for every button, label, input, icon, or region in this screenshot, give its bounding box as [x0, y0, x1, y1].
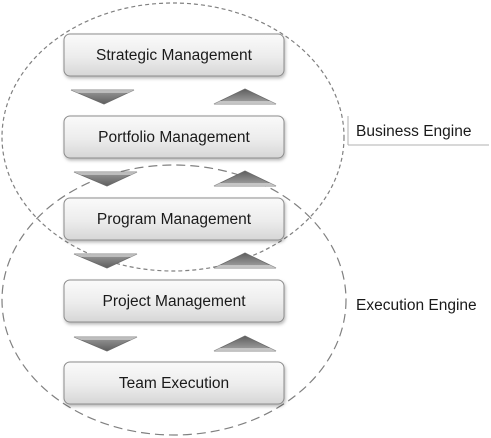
level-label: Portfolio Management	[98, 129, 250, 146]
down-arrow-icon	[70, 89, 135, 105]
up-arrow-icon	[213, 252, 277, 269]
level-box-portfolio-management: Portfolio Management	[63, 115, 285, 159]
level-box-program-management: Program Management	[63, 197, 285, 241]
level-label: Project Management	[102, 293, 246, 310]
level-label: Program Management	[97, 211, 252, 228]
up-arrow-icon	[213, 335, 277, 352]
level-label: Team Execution	[119, 375, 229, 392]
execution-engine-label: Execution Engine	[356, 297, 477, 314]
business-engine-ellipse	[1, 2, 345, 272]
level-label: Strategic Management	[96, 47, 253, 64]
down-arrow-icon	[73, 253, 138, 269]
execution-engine-ellipse	[1, 164, 347, 436]
level-box-team-execution: Team Execution	[63, 361, 285, 405]
up-arrow-icon	[213, 88, 277, 105]
down-arrow-icon	[73, 336, 138, 352]
business-engine-label-group: Business Engine	[347, 116, 489, 146]
business-engine-label: Business Engine	[356, 123, 471, 140]
up-arrow-icon	[213, 170, 277, 187]
down-arrow-icon	[73, 171, 138, 187]
level-box-strategic-management: Strategic Management	[63, 33, 285, 77]
level-box-project-management: Project Management	[63, 279, 285, 323]
